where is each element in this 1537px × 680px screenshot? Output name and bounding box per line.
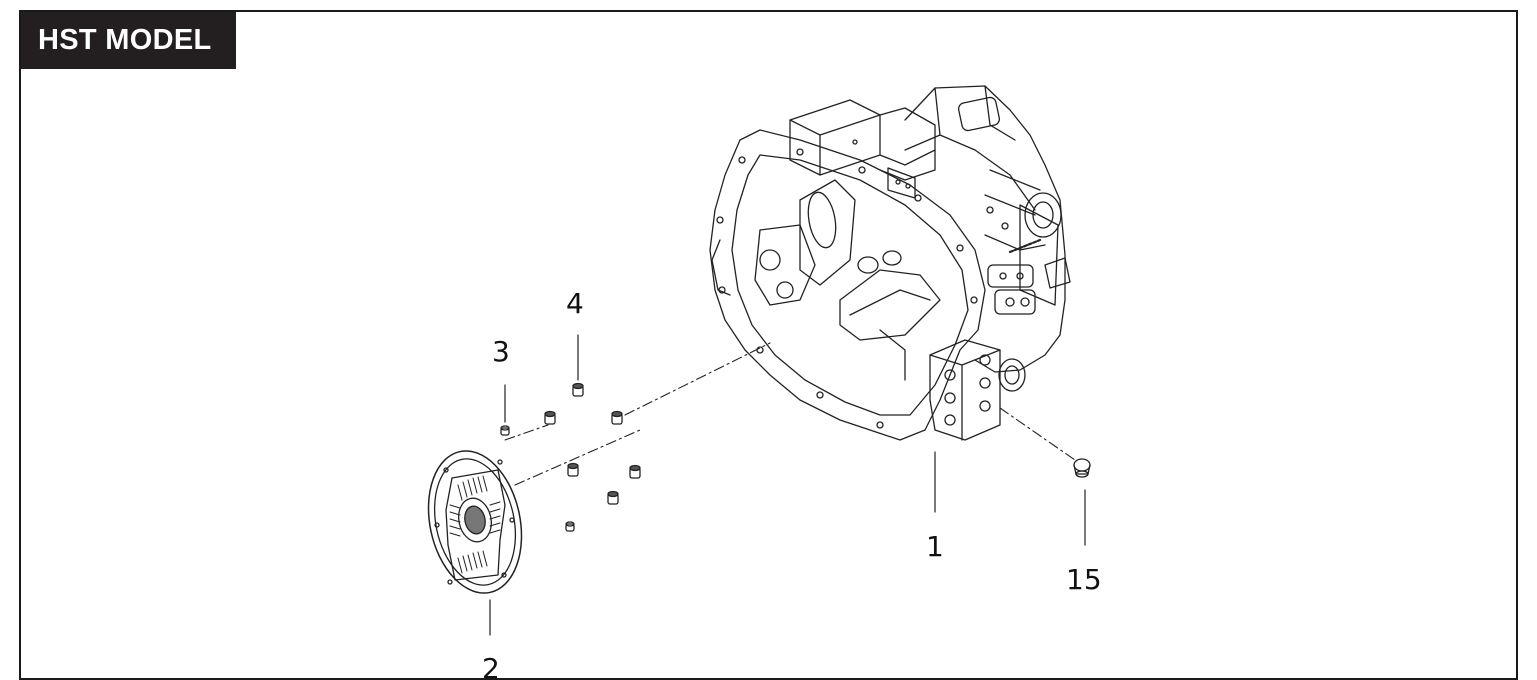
- model-label: HST MODEL: [21, 12, 236, 69]
- clutch-disc: [427, 450, 523, 594]
- leader-lines: [489, 334, 1086, 636]
- assembly-lines: [504, 342, 1076, 486]
- callout-3: 3: [492, 335, 510, 368]
- callout-2: 2: [482, 652, 500, 680]
- callout-1: 1: [926, 530, 944, 563]
- plug: [1073, 458, 1091, 478]
- clutch-housing: [709, 85, 1071, 441]
- callout-15: 15: [1066, 563, 1102, 596]
- callout-4: 4: [566, 287, 584, 320]
- exploded-parts-diagram: 1 2 3 4 15: [427, 85, 1102, 680]
- bolts: [500, 382, 641, 532]
- diagram-frame: [19, 10, 1518, 680]
